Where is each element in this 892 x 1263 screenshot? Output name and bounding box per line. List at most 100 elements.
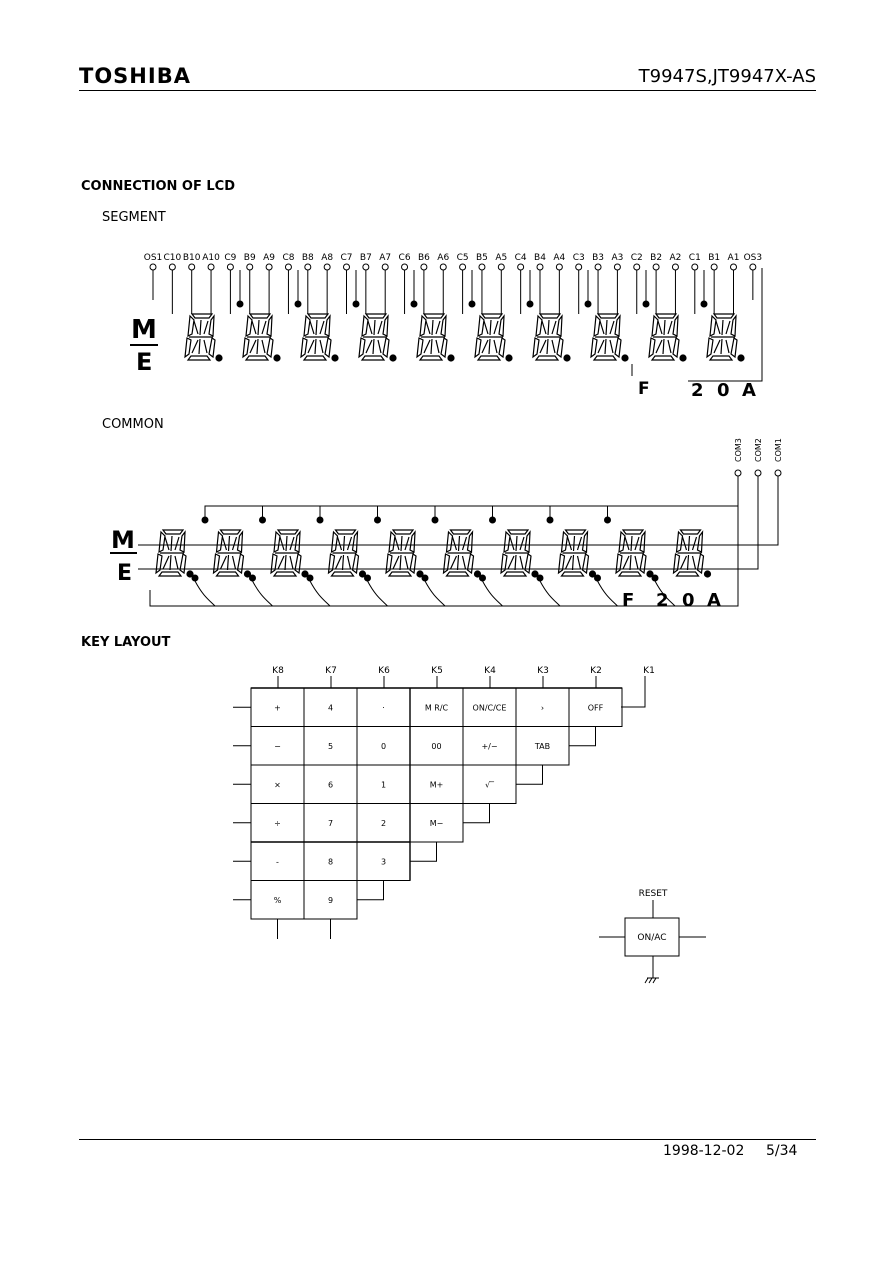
common-indicator-e: E (117, 561, 132, 586)
key-label: 1 (381, 780, 386, 789)
segment-digit-dp (215, 354, 223, 362)
key-label: OFF (588, 703, 604, 712)
section-title-key-layout: KEY LAYOUT (81, 635, 171, 650)
segment-pin-terminal (730, 263, 737, 271)
segment-pin-label: B7 (360, 253, 372, 263)
common-indicator-0: 0 (682, 590, 695, 611)
segment-pin-terminal (284, 263, 292, 271)
segment-digit (532, 313, 571, 362)
key-label: 6 (328, 780, 333, 789)
segment-pin-terminal (459, 263, 467, 271)
segment-pin-terminal (439, 263, 447, 271)
segment-pin-label: A2 (670, 253, 682, 263)
footer-rule (79, 1139, 816, 1140)
common-digit-dp (301, 570, 309, 578)
segment-pin-label: A1 (728, 253, 740, 263)
common-digit (327, 529, 367, 578)
common-pin-terminal (734, 469, 742, 477)
key-column-label: K3 (537, 666, 549, 676)
segment-digit-row (184, 313, 745, 362)
ground-icon (644, 977, 659, 984)
segment-pin-label: A5 (495, 253, 507, 263)
segment-pin-terminal (536, 263, 544, 271)
indicator-e: E (136, 348, 152, 376)
common-digit (500, 529, 539, 578)
key-label: M R/C (425, 703, 449, 712)
segment-pin-label: B9 (244, 253, 256, 263)
segment-digit-dp (563, 354, 571, 362)
segment-pin-label: C10 (163, 253, 181, 263)
segment-digit-dp (679, 354, 687, 362)
key-column-label: K6 (378, 666, 390, 676)
common-pin-label: COM3 (734, 438, 743, 462)
segment-digit (300, 313, 339, 362)
key-label: √‾ (485, 780, 495, 789)
key-label: · (382, 703, 385, 712)
segment-pin-label: C1 (689, 253, 701, 263)
common-pin-label: COM1 (774, 438, 783, 462)
segment-wires (236, 270, 763, 308)
common-digit-dp (588, 570, 597, 578)
header-rule (79, 90, 816, 91)
segment-pin-terminal (246, 263, 254, 271)
key-column-label: K4 (484, 666, 496, 676)
common-digit-dp (531, 570, 539, 578)
segment-pin-terminal (749, 263, 757, 271)
segment-pin-label: B10 (183, 253, 201, 263)
common-pin-terminal (754, 469, 762, 477)
key-label: 0 (381, 742, 386, 751)
key-label: 7 (328, 819, 333, 828)
part-number: T9947S,JT9947X-AS (638, 66, 816, 87)
segment-pin-label: A6 (437, 253, 449, 263)
key-label: - (276, 857, 279, 866)
common-digit (212, 529, 252, 578)
common-digit (155, 529, 194, 578)
indicator-f: F (638, 379, 650, 399)
key-label: 00 (431, 742, 441, 751)
key-label: + (274, 703, 281, 712)
segment-digit (590, 313, 629, 362)
segment-pin-terminal (420, 263, 428, 271)
segment-pin-label: B2 (650, 253, 662, 263)
common-indicator-m: M (111, 526, 135, 554)
common-digit (672, 529, 712, 578)
key-label: M− (430, 819, 444, 828)
segment-pin-label: B8 (302, 253, 314, 263)
segment-pin-terminal (149, 263, 157, 271)
segment-pin-terminal (633, 263, 641, 271)
segment-pin-label: A4 (553, 253, 565, 263)
key-label: 9 (328, 896, 333, 905)
segment-pin-terminal (575, 263, 583, 271)
segment-pin-label: B4 (534, 253, 546, 263)
segment-pin-terminal (226, 263, 234, 271)
segment-pin-label: B1 (708, 253, 720, 263)
segment-pin-terminal (671, 263, 679, 271)
segment-pin-label: C4 (515, 253, 527, 263)
footer-date: 1998-12-02 (663, 1143, 745, 1159)
common-wires (138, 476, 779, 607)
common-digit (385, 529, 424, 578)
common-indicator-f: F (622, 590, 634, 611)
segment-digit-dp (621, 354, 629, 362)
key-label: 3 (381, 857, 386, 866)
indicator-0: 0 (717, 380, 730, 401)
common-digit (557, 529, 597, 578)
common-digit-dp (646, 570, 654, 578)
segment-digit-dp (331, 354, 339, 362)
common-indicator-2: 2 (656, 590, 669, 611)
segment-digit-dp (447, 354, 455, 362)
segment-digit-dp (737, 354, 745, 362)
segment-pin-label: A10 (202, 253, 220, 263)
common-digit-dp (186, 570, 194, 578)
indicator-m: M (131, 315, 157, 345)
brand-logo: TOSHIBA (79, 64, 191, 88)
subsection-common: COMMON (102, 417, 164, 432)
key-label: ON/C/CE (473, 703, 507, 712)
segment-digit (242, 313, 281, 362)
common-pin-terminal (774, 469, 782, 477)
common-digit-dp (243, 570, 252, 578)
segment-pin-label: C5 (457, 253, 469, 263)
key-column-label: K8 (272, 666, 284, 676)
common-digit-row (155, 529, 712, 578)
